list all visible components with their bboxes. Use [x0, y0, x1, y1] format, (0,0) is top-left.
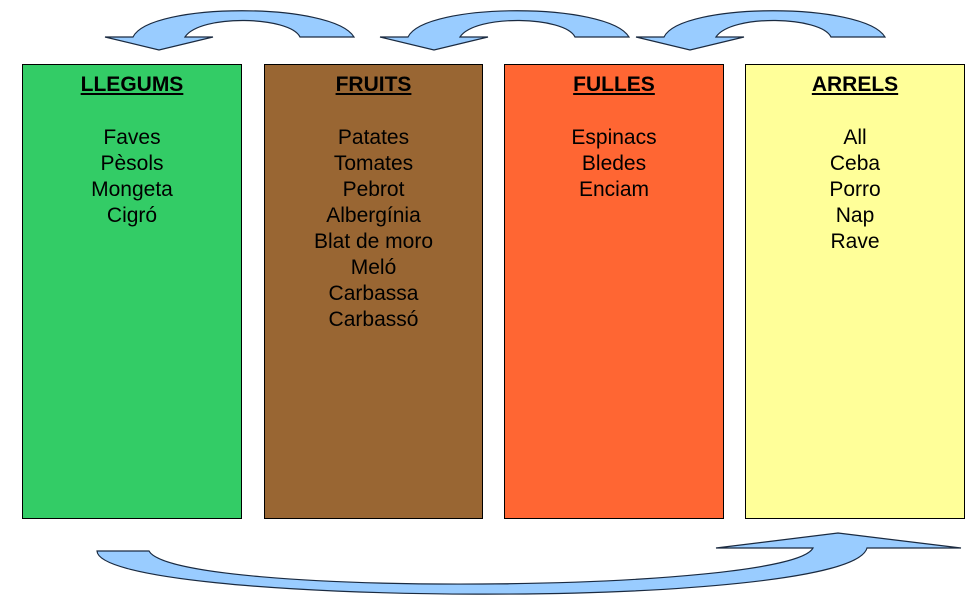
list-item: Meló	[350, 256, 397, 279]
list-item: Ceba	[829, 152, 881, 175]
arrow-fruits-to-llegums	[104, 10, 356, 51]
column-title: ARRELS	[811, 73, 899, 96]
list-item: Pebrot	[342, 178, 405, 201]
list-item: Cigró	[106, 204, 158, 227]
list-item: Faves	[103, 126, 161, 149]
list-item: All	[843, 126, 867, 149]
list-item: Patates	[337, 126, 410, 149]
list-item: Albergínia	[326, 204, 421, 227]
list-item: Tomates	[333, 152, 414, 175]
list-item: Rave	[830, 230, 880, 253]
list-item: Enciam	[578, 178, 650, 201]
list-item: Blat de moro	[313, 230, 434, 253]
column-title: FRUITS	[335, 73, 412, 96]
list-item: Carbassa	[328, 282, 419, 305]
list-item: Nap	[835, 204, 875, 227]
arrow-fulles-to-fruits	[379, 10, 631, 51]
arrow-llegums-to-arrels	[96, 532, 962, 595]
list-item: Espinacs	[571, 126, 657, 149]
list-item: Pèsols	[100, 152, 164, 175]
arrow-arrels-to-fulles	[635, 10, 887, 51]
column-title: FULLES	[573, 73, 655, 96]
list-item: Porro	[829, 178, 881, 201]
list-item: Bledes	[581, 152, 647, 175]
column-title: LLEGUMS	[80, 73, 184, 96]
list-item: Mongeta	[91, 178, 173, 201]
list-item: Carbassó	[328, 308, 419, 331]
